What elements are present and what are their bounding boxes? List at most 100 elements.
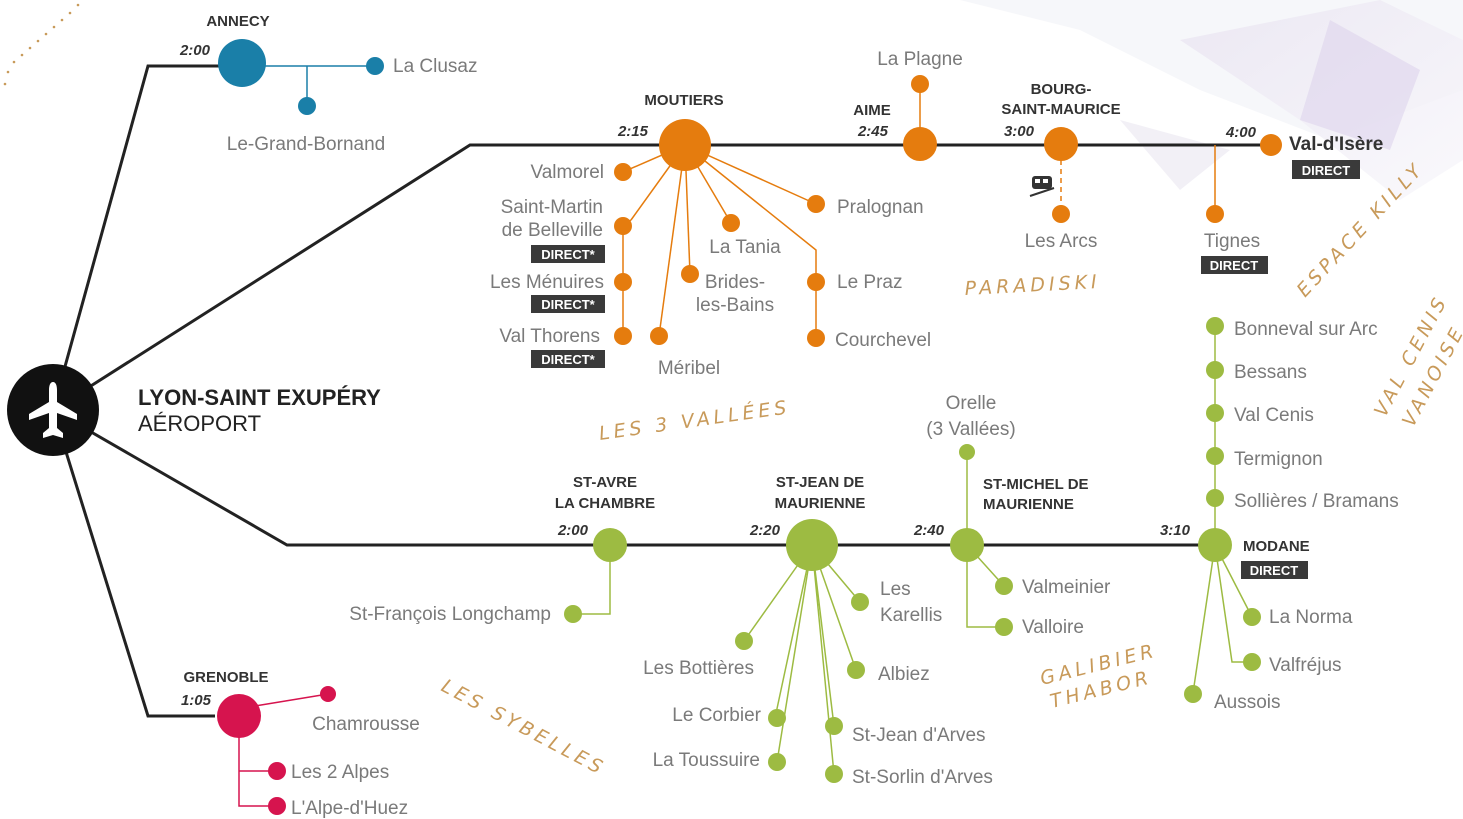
- bonneval-node[interactable]: [1206, 317, 1224, 335]
- st-sorlin-darves-node[interactable]: [825, 765, 843, 783]
- valmorel-node[interactable]: [614, 163, 632, 181]
- val-disere-direct-badge: [1292, 160, 1360, 179]
- les-karellis-node[interactable]: [851, 593, 869, 611]
- grenoble-time: 1:05: [181, 692, 212, 709]
- la-tania-label: La Tania: [709, 237, 781, 258]
- saint-martin-node[interactable]: [614, 217, 632, 235]
- la-tania-node[interactable]: [722, 214, 740, 232]
- grenoble-hub-label: GRENOBLE: [183, 669, 268, 686]
- funicular-icon: [1029, 176, 1055, 197]
- orelle-node[interactable]: [959, 444, 975, 460]
- airport-hub[interactable]: LYON-SAINT EXUPÉRY AÉROPORT: [7, 364, 381, 456]
- orelle-label-2: (3 Vallées): [926, 419, 1015, 440]
- annecy-hub-node[interactable]: [218, 39, 266, 87]
- chamrousse-node[interactable]: [320, 686, 336, 702]
- grenoble-hub-node[interactable]: [217, 694, 261, 738]
- pralognan-label: Pralognan: [837, 197, 924, 218]
- meribel-node[interactable]: [650, 327, 668, 345]
- sollieres-node[interactable]: [1206, 489, 1224, 507]
- bsm-hub-label-2: SAINT-MAURICE: [1001, 101, 1120, 118]
- les-karellis-label-1: Les: [880, 579, 911, 600]
- val-thorens-label: Val Thorens: [499, 326, 600, 347]
- st-avre-hub-label-1: ST-AVRE: [573, 474, 637, 491]
- bourg-saint-maurice-hub-node[interactable]: [1044, 127, 1078, 161]
- valmeinier-label: Valmeinier: [1022, 577, 1111, 598]
- region-sybelles: LES SYBELLES: [438, 675, 610, 780]
- pralognan-node[interactable]: [807, 195, 825, 213]
- le-grand-bornand-label: Le-Grand-Bornand: [227, 134, 385, 155]
- st-jean-darves-node[interactable]: [825, 717, 843, 735]
- st-jean-darves-label: St-Jean d'Arves: [852, 725, 986, 746]
- st-jean-hub-label-2: MAURIENNE: [775, 495, 866, 512]
- annecy-branch: ANNECY 2:00 La Clusaz Le-Grand-Bornand: [179, 13, 478, 155]
- les-bottieres-node[interactable]: [735, 632, 753, 650]
- les-menuires-direct-text: DIRECT*: [541, 297, 595, 312]
- le-praz-label: Le Praz: [837, 272, 902, 293]
- region-3-vallees: LES 3 VALLÉES: [597, 395, 791, 445]
- bessans-label: Bessans: [1234, 362, 1307, 383]
- tignes-node[interactable]: [1206, 205, 1224, 223]
- moutiers-time: 2:15: [617, 123, 649, 140]
- albiez-node[interactable]: [847, 661, 865, 679]
- moutiers-hub-node[interactable]: [659, 119, 711, 171]
- les-arcs-node[interactable]: [1052, 205, 1070, 223]
- val-disere-direct-text: DIRECT: [1302, 163, 1350, 178]
- st-sorlin-darves-label: St-Sorlin d'Arves: [852, 767, 993, 788]
- courchevel-node[interactable]: [807, 329, 825, 347]
- st-avre-hub-node[interactable]: [593, 528, 627, 562]
- la-plagne-node[interactable]: [911, 75, 929, 93]
- maurienne-branch: ST-AVRE LA CHAMBRE 2:00 St-François Long…: [349, 317, 1399, 788]
- bsm-time: 3:00: [1004, 123, 1035, 140]
- le-grand-bornand-node[interactable]: [298, 97, 316, 115]
- termignon-node[interactable]: [1206, 447, 1224, 465]
- le-corbier-node[interactable]: [768, 709, 786, 727]
- st-jean-hub-node[interactable]: [786, 519, 838, 571]
- valloire-label: Valloire: [1022, 617, 1084, 638]
- meribel-label: Méribel: [658, 358, 720, 379]
- trunk-lines: [51, 64, 1262, 718]
- st-francois-longchamp-node[interactable]: [564, 605, 582, 623]
- saint-martin-direct-text: DIRECT*: [541, 247, 595, 262]
- plane-icon: [29, 382, 77, 438]
- les-arcs-label: Les Arcs: [1025, 231, 1098, 252]
- aime-hub-label: AIME: [853, 102, 891, 119]
- st-michel-hub-node[interactable]: [950, 528, 984, 562]
- les-bottieres-label: Les Bottières: [643, 658, 754, 679]
- les-menuires-node[interactable]: [614, 273, 632, 291]
- val-cenis-label: Val Cenis: [1234, 405, 1314, 426]
- modane-hub-node[interactable]: [1198, 528, 1232, 562]
- background-decoration: [3, 0, 1463, 200]
- val-disere-node[interactable]: [1260, 134, 1282, 156]
- st-michel-hub-label-1: ST-MICHEL DE: [983, 476, 1089, 493]
- region-paradiski: PARADISKI: [964, 271, 1101, 300]
- les-2-alpes-node[interactable]: [268, 762, 286, 780]
- la-clusaz-node[interactable]: [366, 57, 384, 75]
- aime-hub-node[interactable]: [903, 127, 937, 161]
- bessans-node[interactable]: [1206, 361, 1224, 379]
- le-praz-node[interactable]: [807, 273, 825, 291]
- saint-martin-label-1: Saint-Martin: [501, 197, 603, 218]
- modane-direct-text: DIRECT: [1250, 563, 1298, 578]
- brides-les-bains-node[interactable]: [681, 265, 699, 283]
- st-francois-longchamp-label: St-François Longchamp: [349, 604, 551, 625]
- valmeinier-node[interactable]: [995, 577, 1013, 595]
- tignes-direct-badge: [1201, 256, 1268, 274]
- valloire-node[interactable]: [995, 618, 1013, 636]
- st-michel-hub-label-2: MAURIENNE: [983, 496, 1074, 513]
- aussois-node[interactable]: [1184, 685, 1202, 703]
- val-cenis-node[interactable]: [1206, 404, 1224, 422]
- val-thorens-node[interactable]: [614, 327, 632, 345]
- la-norma-label: La Norma: [1269, 607, 1353, 628]
- valfrejus-node[interactable]: [1243, 653, 1261, 671]
- la-toussuire-node[interactable]: [768, 753, 786, 771]
- tignes-label: Tignes: [1204, 231, 1260, 252]
- bonneval-label: Bonneval sur Arc: [1234, 319, 1378, 340]
- grenoble-branch: GRENOBLE 1:05 Chamrousse Les 2 Alpes L'A…: [181, 669, 420, 819]
- airport-name: LYON-SAINT EXUPÉRY: [138, 385, 381, 410]
- brides-label-2: les-Bains: [696, 295, 774, 316]
- saint-martin-direct-badge: [531, 245, 605, 263]
- la-norma-node[interactable]: [1243, 608, 1261, 626]
- alpe-dhuez-node[interactable]: [268, 797, 286, 815]
- dotted-decoration: [3, 3, 80, 86]
